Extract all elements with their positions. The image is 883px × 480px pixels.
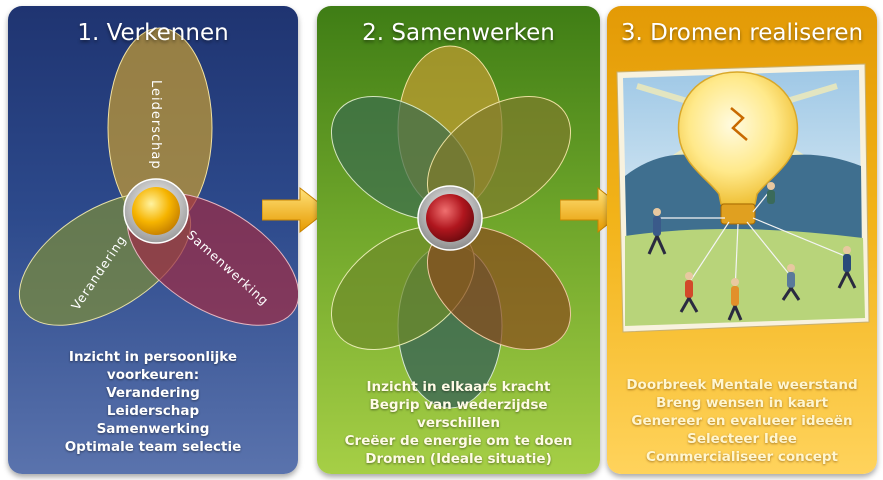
desc-line: Commercialiseer concept xyxy=(646,449,838,465)
desc-line: Inzicht in persoonlijke xyxy=(68,349,238,365)
panel-verkennen: Leiderschap Verandering Samenwerking 1. … xyxy=(8,6,298,474)
desc-line: Creëer de energie om te doen xyxy=(344,433,573,449)
panel-title: 3. Dromen realiseren xyxy=(620,20,864,46)
person-figure xyxy=(781,264,801,301)
desc-line: Selecteer Idee xyxy=(687,431,797,447)
person-figure xyxy=(837,246,857,289)
lightbulb-base xyxy=(720,203,756,225)
panel-description: Inzicht in elkaars kracht Begrip van wed… xyxy=(317,378,600,468)
ground xyxy=(625,228,865,326)
arrow-right-icon xyxy=(262,186,329,234)
desc-line: Leiderschap xyxy=(106,403,200,419)
panel-samenwerken: 2. Samenwerken Inzicht in elkaars kracht… xyxy=(317,6,600,474)
desc-line: Doorbreek Mentale weerstand xyxy=(626,377,858,393)
center-orb-gold xyxy=(132,187,180,235)
desc-line: voorkeuren: xyxy=(106,367,200,383)
person-figure xyxy=(647,208,667,255)
panel-title: 1. Verkennen xyxy=(77,20,229,46)
panel-description: Inzicht in persoonlijke voorkeuren: Vera… xyxy=(8,348,298,456)
desc-line: verschillen xyxy=(417,415,500,431)
desc-line: Genereer en evalueer ideeën xyxy=(631,413,853,429)
desc-line: Samenwerking xyxy=(96,421,210,437)
desc-line: Dromen (Ideale situatie) xyxy=(365,451,552,467)
panel-title: 2. Samenwerken xyxy=(362,20,555,46)
panel-dromen-realiseren: 3. Dromen realiseren Doorbreek Mentale w… xyxy=(607,6,877,474)
lightbulb-filament xyxy=(730,107,748,141)
lightbulb-illustration xyxy=(616,63,870,333)
person-figure xyxy=(727,278,743,321)
person-figure xyxy=(767,182,775,204)
petal-diagram-three: Leiderschap Verandering Samenwerking xyxy=(18,27,298,326)
desc-line: Verandering xyxy=(106,385,200,401)
desc-line: Inzicht in elkaars kracht xyxy=(366,379,551,395)
ropes xyxy=(659,191,846,293)
center-orb-red xyxy=(426,194,474,242)
petal-diagram-six xyxy=(330,45,572,409)
person-figure xyxy=(679,272,699,313)
desc-line: Begrip van wederzijdse xyxy=(369,397,548,413)
petal-label-leiderschap: Leiderschap xyxy=(148,80,163,170)
desc-line: Optimale team selectie xyxy=(64,439,242,455)
desc-line: Breng wensen in kaart xyxy=(655,395,829,411)
panel-description: Doorbreek Mentale weerstand Breng wensen… xyxy=(607,376,877,466)
